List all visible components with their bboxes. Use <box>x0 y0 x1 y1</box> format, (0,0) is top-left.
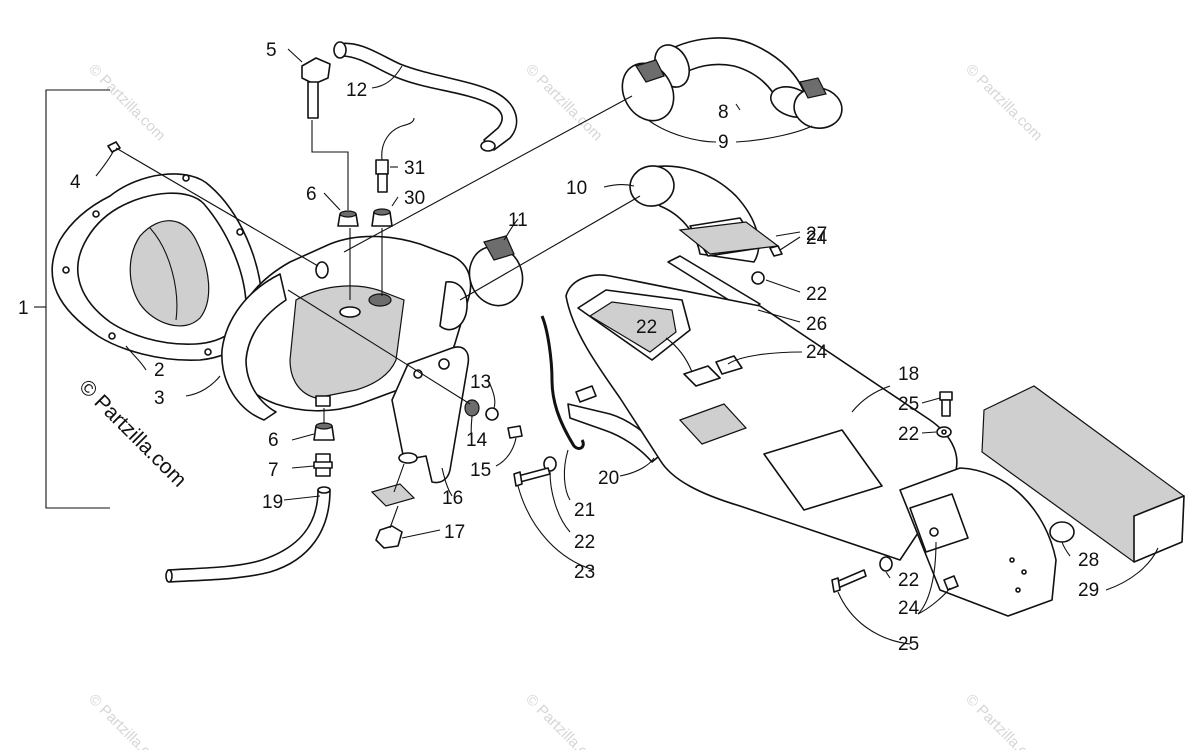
callout-labels: 1 2 3 4 5 6 6 7 8 9 10 11 12 13 14 15 16… <box>18 40 1099 655</box>
callout-17: 17 <box>444 522 465 543</box>
washer-part-22-lower <box>879 556 893 572</box>
callout-12: 12 <box>346 80 367 101</box>
nut-part-24-lower <box>943 575 959 591</box>
callout-22-mid: 22 <box>574 532 595 553</box>
callout-15: 15 <box>470 460 491 481</box>
callout-23: 23 <box>574 562 595 583</box>
clamp-part-11 <box>468 235 524 307</box>
clamp-part-9-left <box>621 59 675 122</box>
callout-27: 27 <box>806 224 827 245</box>
bracket-part-16 <box>391 346 470 484</box>
callout-11: 11 <box>508 210 528 231</box>
callout-30: 30 <box>404 188 425 209</box>
callout-16: 16 <box>442 488 463 509</box>
leader-lines <box>34 48 1159 645</box>
watermark-tile: © Partzilla.com <box>962 691 1045 750</box>
fitting-part-7 <box>313 453 333 477</box>
callout-26: 26 <box>806 314 827 335</box>
watermark-tile: © Partzilla.com <box>85 61 168 144</box>
watermark-main: © Partzilla.com <box>74 375 190 491</box>
callout-5: 5 <box>266 40 277 61</box>
callout-22-right: 22 <box>898 424 919 445</box>
rod-part-21 <box>540 315 585 450</box>
callout-22-upper: 22 <box>806 284 827 305</box>
sensor-part-31 <box>375 117 415 193</box>
callout-8: 8 <box>718 102 729 123</box>
callout-25-lower: 25 <box>898 634 919 655</box>
callout-22-lower: 22 <box>898 570 919 591</box>
watermark-tile: © Partzilla.com <box>522 691 605 750</box>
silencer-part-18 <box>565 274 1057 617</box>
callout-9: 9 <box>718 132 729 153</box>
callout-18: 18 <box>898 364 919 385</box>
airbox-cover-part-2 <box>51 173 263 362</box>
drain-hose-part-19 <box>165 486 331 583</box>
watermark-tile: © Partzilla.com <box>85 691 168 750</box>
foam-filter-part-29 <box>981 385 1185 563</box>
watermark-tile: © Partzilla.com <box>522 61 605 144</box>
grommet-part-6-upper <box>337 210 359 227</box>
washer-part-13-14 <box>464 399 523 439</box>
pad-part-16 <box>370 483 416 507</box>
callout-14: 14 <box>466 430 488 451</box>
watermark-tile: © Partzilla.com <box>962 61 1045 144</box>
screw-part-25-upper <box>939 391 953 417</box>
grommet-part-30 <box>371 208 393 227</box>
plug-part-28 <box>1049 521 1075 543</box>
plate-part-26 <box>667 255 761 313</box>
callout-7: 7 <box>268 460 279 481</box>
hose-part-12 <box>333 41 518 152</box>
callout-6-upper: 6 <box>306 184 317 205</box>
callout-2: 2 <box>154 360 165 381</box>
screw-part-4 <box>107 141 121 153</box>
callout-28: 28 <box>1078 550 1099 571</box>
callout-13: 13 <box>470 372 491 393</box>
callout-1: 1 <box>18 298 29 319</box>
callout-29: 29 <box>1078 580 1099 601</box>
callout-4: 4 <box>70 172 81 193</box>
callout-24-lower: 24 <box>898 598 920 619</box>
callout-24-mid: 24 <box>806 342 828 363</box>
callout-24-upper: 24 <box>806 228 828 249</box>
washer-part-22-right <box>936 426 952 438</box>
screw-part-23 <box>513 467 551 487</box>
callout-25-upper: 25 <box>898 394 919 415</box>
elbow-part-8 <box>653 37 815 118</box>
screw-part-25-lower <box>831 569 867 593</box>
callout-19: 19 <box>262 492 283 513</box>
washer-part-22-upper <box>751 271 765 285</box>
nut-part-17 <box>375 525 403 549</box>
screw-part-24-upper <box>769 245 783 257</box>
callout-10: 10 <box>566 178 587 199</box>
callout-6-lower: 6 <box>268 430 279 451</box>
callout-31: 31 <box>404 158 425 179</box>
bolt-part-5 <box>301 57 331 119</box>
callout-22-mid-left: 22 <box>636 317 657 338</box>
clamp-part-9-right <box>793 77 843 129</box>
grommet-part-6-lower <box>313 422 335 441</box>
callout-21: 21 <box>574 500 595 521</box>
callout-3: 3 <box>154 388 165 409</box>
callout-20: 20 <box>598 468 619 489</box>
